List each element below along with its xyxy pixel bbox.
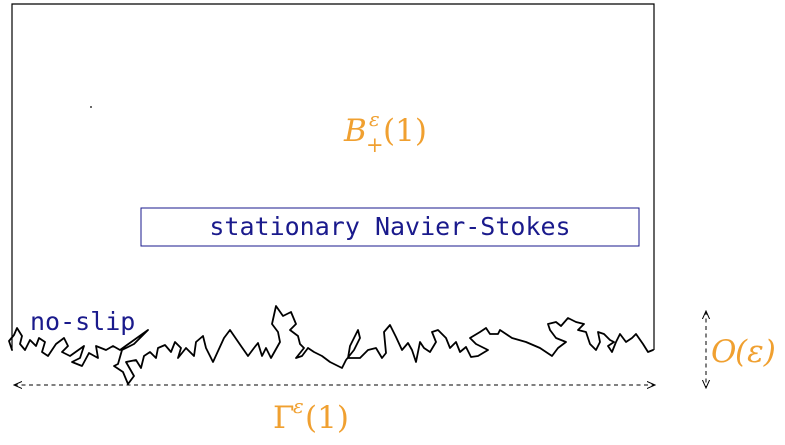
boundary-label-arg: (1) bbox=[305, 400, 349, 436]
height-label-symbol: O bbox=[711, 334, 736, 370]
no-slip-label: no-slip bbox=[30, 307, 135, 336]
domain-top-boundary bbox=[11, 3, 655, 350]
domain-label-base: B bbox=[343, 113, 367, 149]
equation-box bbox=[140, 207, 640, 247]
stray-dot bbox=[90, 106, 92, 108]
domain-label: B ε + (1) bbox=[343, 107, 427, 157]
height-label-arg: (ε) bbox=[735, 334, 776, 370]
domain-label-arg: (1) bbox=[383, 113, 427, 149]
equation-label: stationary Navier-Stokes bbox=[209, 212, 570, 241]
boundary-label-base: Γ bbox=[273, 400, 295, 436]
rough-boundary bbox=[8, 305, 654, 385]
boundary-label: Γ ε (1) bbox=[273, 394, 349, 436]
domain-label-sup: ε bbox=[369, 107, 380, 131]
height-label: O (ε) bbox=[711, 334, 776, 370]
domain-label-sub: + bbox=[366, 133, 384, 157]
boundary-label-sup: ε bbox=[293, 394, 304, 418]
